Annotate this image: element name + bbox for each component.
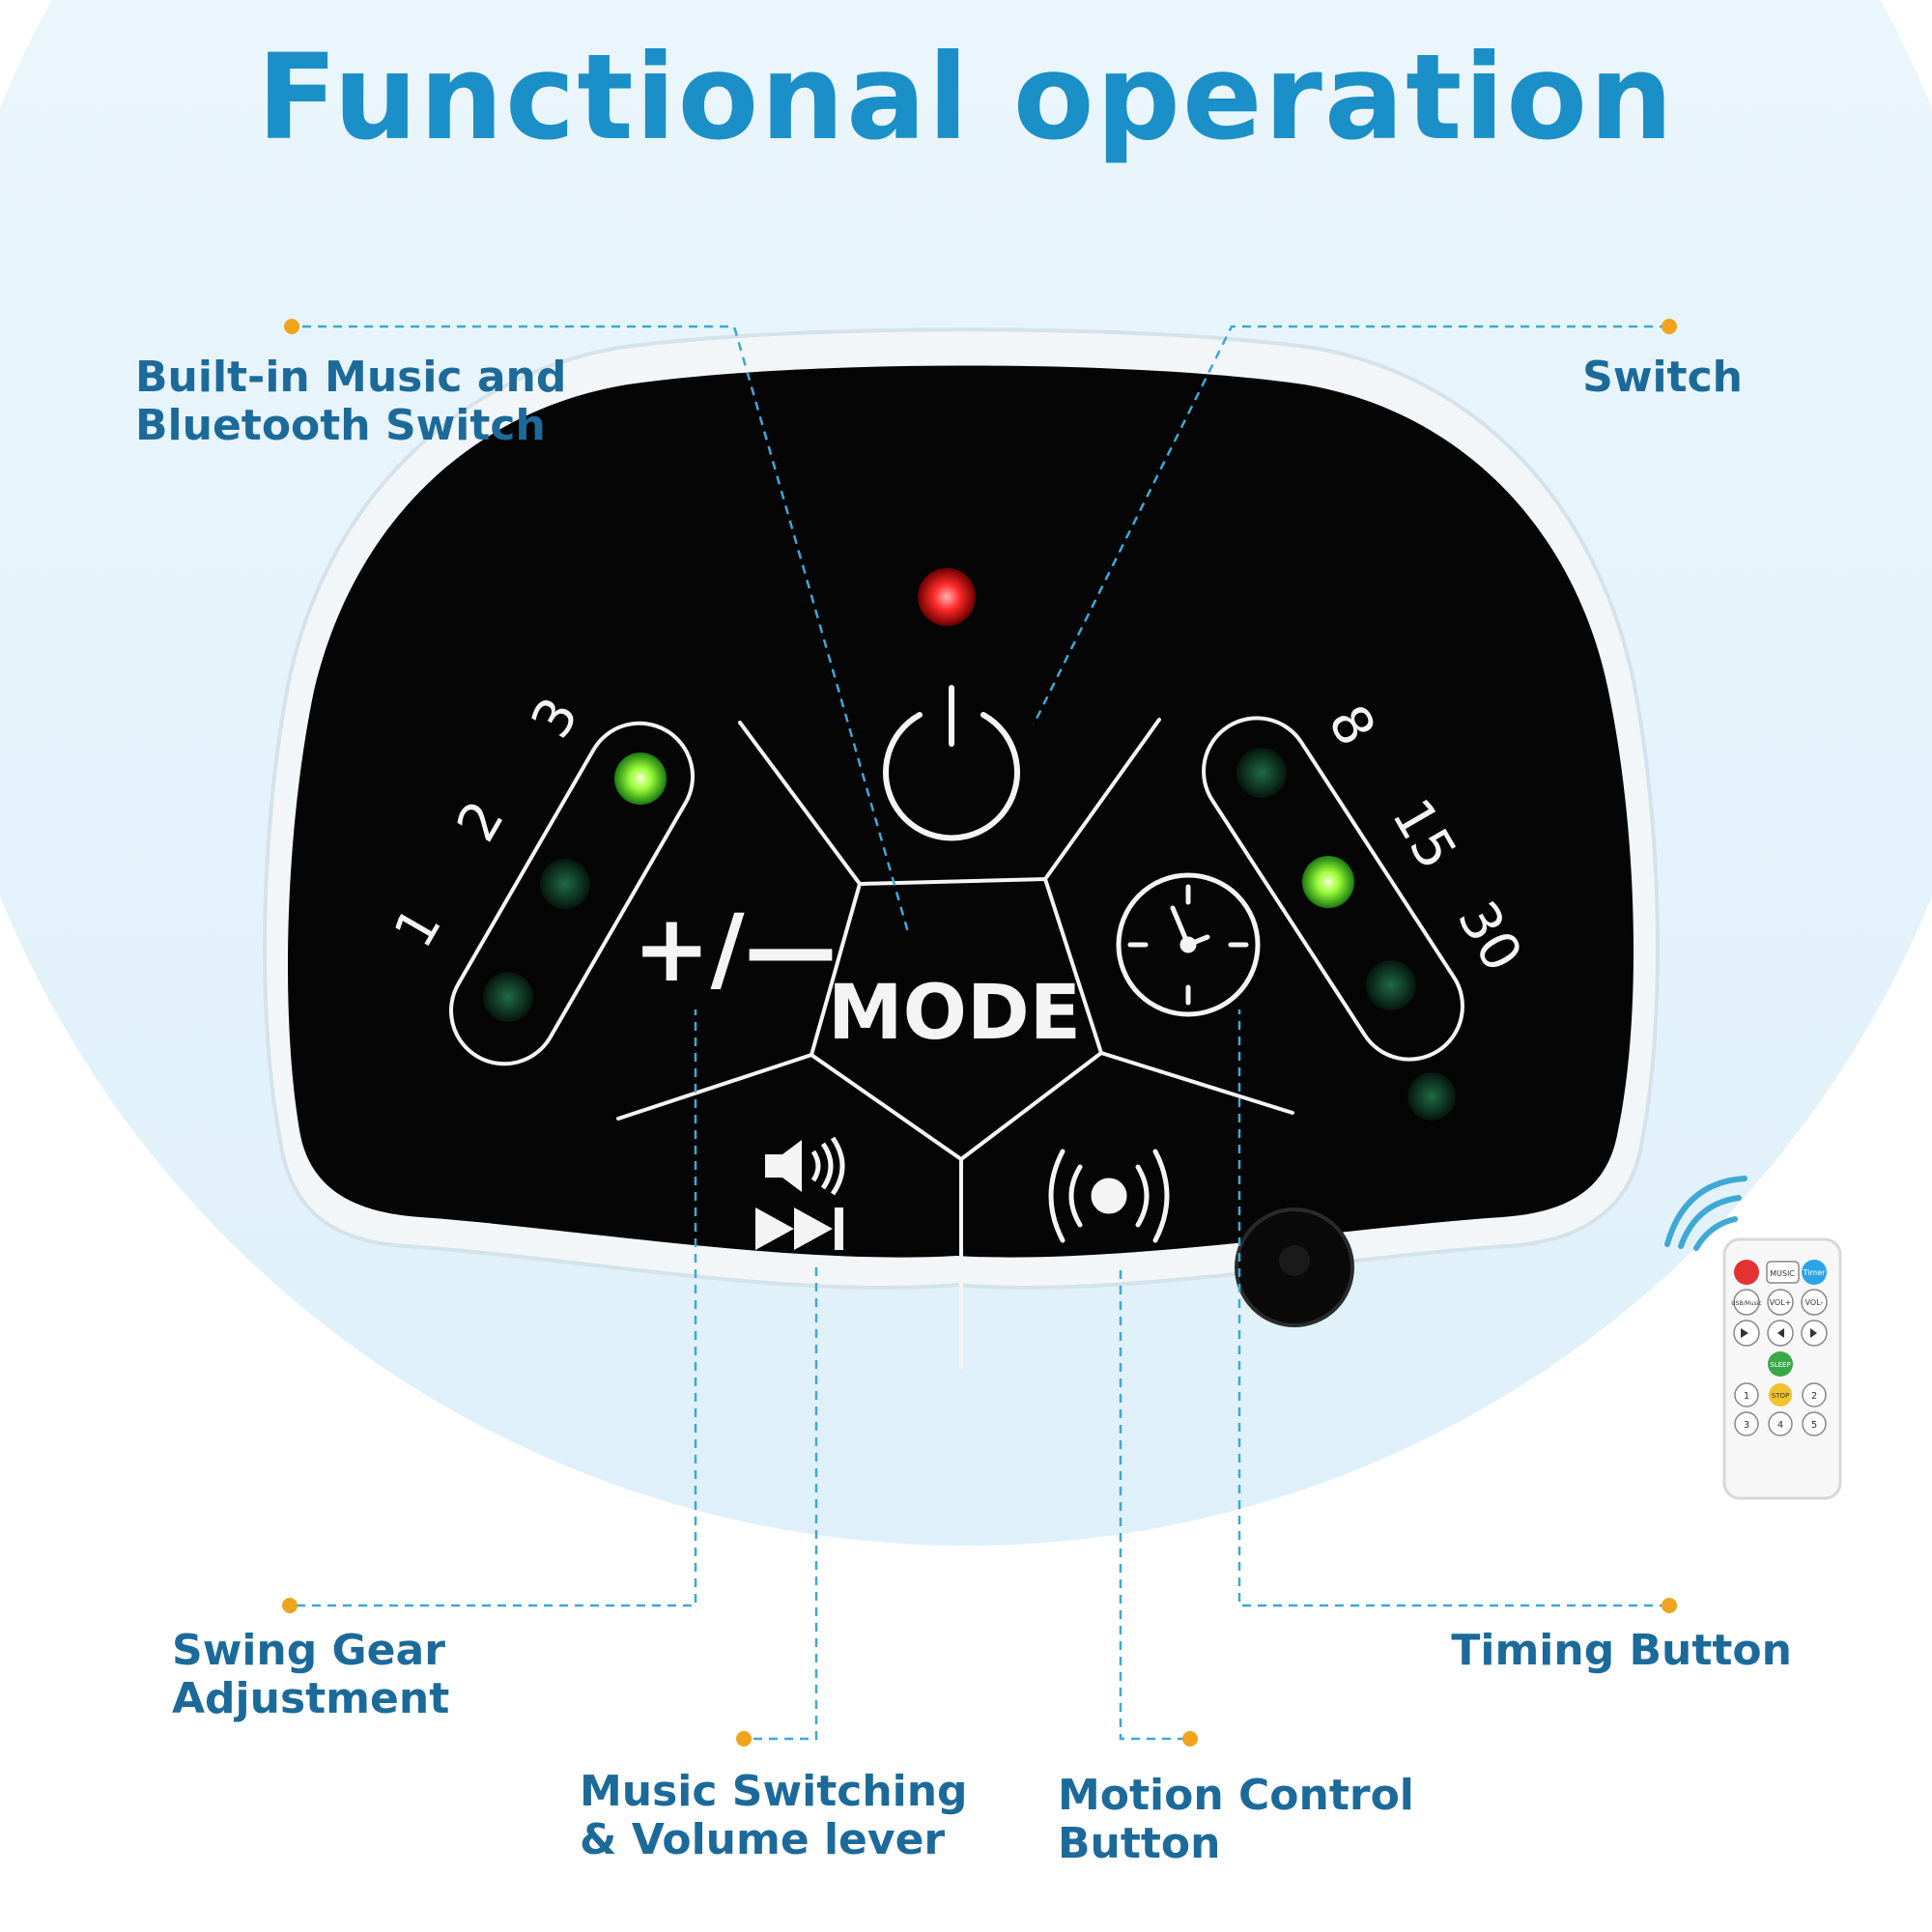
callout-motion-line1: Motion Control bbox=[1058, 1771, 1414, 1820]
panel-dividers bbox=[616, 718, 1294, 1369]
callout-switch: Switch bbox=[1582, 354, 1743, 402]
remote-play-pause-icon bbox=[1741, 1328, 1748, 1338]
sensor-lens bbox=[1235, 1208, 1354, 1327]
vibration-icon[interactable] bbox=[1048, 1149, 1170, 1243]
callout-music-line1: Built-in Music and bbox=[135, 353, 567, 402]
wireless-signal-icon bbox=[1664, 1176, 1747, 1251]
callout-swing-line2: Adjustment bbox=[172, 1674, 450, 1723]
plus-minus-button[interactable]: +/— bbox=[633, 895, 838, 1003]
remote-3: 3 bbox=[1744, 1420, 1749, 1431]
clock-icon[interactable] bbox=[1116, 872, 1261, 1017]
callout-lines bbox=[297, 325, 1668, 1741]
callout-timing: Timing Button bbox=[1451, 1627, 1792, 1675]
remote-4: 4 bbox=[1777, 1420, 1783, 1431]
control-panel bbox=[288, 365, 1634, 1258]
remote-1: 1 bbox=[1744, 1391, 1749, 1402]
page-title: Functional operation bbox=[257, 29, 1675, 166]
power-led bbox=[918, 568, 976, 626]
speaker-volume-icon bbox=[765, 1136, 845, 1196]
timer-led-30 bbox=[1366, 960, 1416, 1010]
mode-button[interactable]: MODE bbox=[828, 970, 1081, 1057]
remote-2: 2 bbox=[1811, 1391, 1817, 1402]
callout-music-line2: Bluetooth Switch bbox=[135, 401, 546, 450]
remote-stop: STOP bbox=[1772, 1392, 1789, 1400]
next-track-icon bbox=[755, 1208, 843, 1250]
gear-led-1 bbox=[483, 972, 533, 1022]
gear-led-2 bbox=[540, 859, 590, 909]
music-volume-button[interactable] bbox=[755, 1136, 845, 1250]
gear-indicator: 1 2 3 bbox=[383, 688, 695, 1066]
callout-timing-line1: Timing Button bbox=[1451, 1626, 1792, 1675]
callout-music-switching-line2: & Volume lever bbox=[580, 1815, 946, 1864]
remote-vol-down: VOL- bbox=[1805, 1298, 1824, 1307]
callout-music-bluetooth: Built-in Music and Bluetooth Switch bbox=[135, 354, 566, 450]
callout-switch-line1: Switch bbox=[1582, 353, 1743, 402]
timer-led-15 bbox=[1302, 856, 1354, 908]
callout-dots bbox=[282, 319, 1677, 1747]
callout-motion-line2: Button bbox=[1058, 1819, 1221, 1868]
power-icon[interactable] bbox=[883, 685, 1020, 841]
remote-music: MUSIC bbox=[1770, 1269, 1795, 1278]
remote-vol-up: VOL+ bbox=[1770, 1298, 1792, 1307]
remote-prev-icon bbox=[1777, 1328, 1784, 1338]
remote-next-icon bbox=[1810, 1328, 1817, 1338]
standby-led bbox=[1407, 1072, 1456, 1121]
callout-motion-control: Motion Control Button bbox=[1058, 1772, 1414, 1868]
gear-led-3 bbox=[614, 753, 667, 805]
remote-5: 5 bbox=[1811, 1420, 1817, 1431]
callout-music-switching: Music Switching & Volume lever bbox=[580, 1768, 968, 1864]
timer-led-8 bbox=[1236, 748, 1287, 798]
callout-swing-gear: Swing Gear Adjustment bbox=[172, 1627, 449, 1723]
callout-music-switching-line1: Music Switching bbox=[580, 1767, 968, 1816]
remote-sleep: SLEEP bbox=[1770, 1361, 1790, 1369]
callout-swing-line1: Swing Gear bbox=[172, 1626, 445, 1675]
remote-control: MUSIC Timer USB/Music VOL+ VOL- SLEEP bbox=[1664, 1176, 1842, 1500]
remote-power-icon bbox=[1734, 1260, 1759, 1285]
remote-timer: Timer bbox=[1803, 1268, 1827, 1277]
remote-usb: USB/Music bbox=[1731, 1300, 1761, 1307]
